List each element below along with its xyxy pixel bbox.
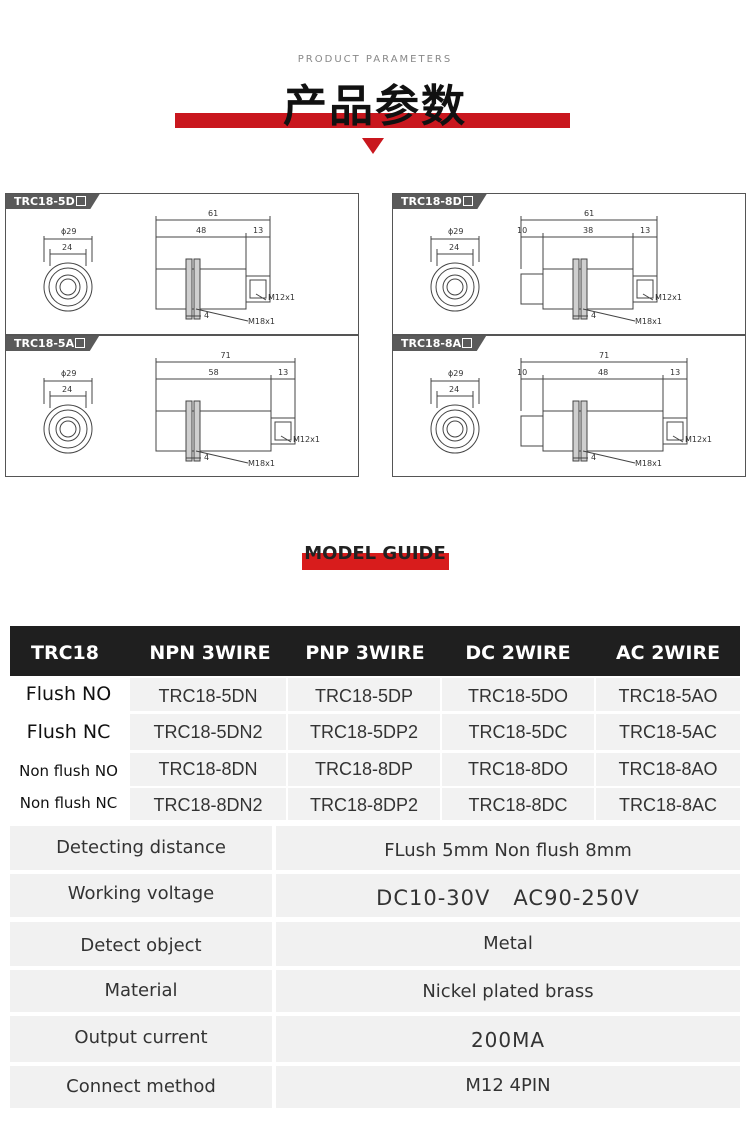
down-arrow-icon (362, 138, 384, 154)
section-title: 产品参数 (283, 81, 467, 132)
spec-label: Working voltage (10, 874, 272, 917)
spec-label: Detecting distance (10, 826, 272, 870)
dim-hex: 24 (62, 243, 72, 252)
row-label: Flush NO (10, 678, 127, 711)
dim-thread-m12: M12x1 (655, 293, 682, 302)
dim-thread-m12: M12x1 (268, 293, 295, 302)
table-cell: TRC18-8AO (596, 753, 740, 786)
dim-nut: 4 (591, 453, 596, 462)
dim-cable: 13 (670, 368, 680, 377)
model-suffix-box-icon (75, 338, 86, 348)
dim-thread-m12: M12x1 (685, 435, 712, 444)
table-cell: TRC18-5DP2 (288, 714, 440, 750)
dim-overall: 71 (599, 351, 609, 360)
dim-dia: ϕ29 (448, 369, 463, 378)
spec-value: Nickel plated brass (276, 970, 740, 1012)
dim-front: 10 (517, 368, 527, 377)
guide-underline-bar (302, 553, 449, 570)
spec-value: DC10-30V AC90-250V (276, 874, 740, 917)
drawing-label: TRC18-8A (393, 336, 487, 351)
dim-dia: ϕ29 (61, 227, 76, 236)
table-cell: TRC18-5DP (288, 678, 440, 711)
spec-label: Output current (10, 1016, 272, 1062)
spec-label: Detect object (10, 922, 272, 966)
dim-thread-m18: M18x1 (248, 317, 275, 326)
dim-thread-m18: M18x1 (635, 317, 662, 326)
dim-thread-m18: M18x1 (635, 459, 662, 468)
table-cell: TRC18-5DO (442, 678, 594, 711)
row-label: Flush NC (10, 714, 127, 750)
table-cell: TRC18-8DO (442, 753, 594, 786)
spec-value: Metal (276, 922, 740, 966)
table-cell: TRC18-8DC (442, 788, 594, 820)
model-suffix-box-icon (75, 196, 86, 206)
dim-body: 48 (196, 226, 206, 235)
drawing-label-text: TRC18-8D (401, 195, 462, 208)
drawing-label: TRC18-5A (6, 336, 100, 351)
dim-thread-m12: M12x1 (293, 435, 320, 444)
dim-body: 38 (583, 226, 593, 235)
table-cell: TRC18-5DN2 (130, 714, 286, 750)
table-cell: TRC18-5AC (596, 714, 740, 750)
model-guide-title: MODEL GUIDE (304, 543, 446, 564)
drawing-label: TRC18-8D (393, 194, 487, 209)
spec-label: Connect method (10, 1066, 272, 1108)
spec-value: 200MA (276, 1016, 740, 1062)
row-label: Non flush NC (10, 788, 127, 820)
table-header-series: TRC18 (31, 642, 99, 664)
drawing-label: TRC18-5D (6, 194, 100, 209)
drawing-label-text: TRC18-8A (401, 337, 462, 350)
dim-overall: 71 (221, 351, 231, 360)
dim-hex: 24 (449, 385, 459, 394)
model-suffix-box-icon (462, 196, 473, 206)
dim-cable: 13 (253, 226, 263, 235)
spec-value: FLush 5mm Non flush 8mm (276, 826, 740, 870)
table-cell: TRC18-5AO (596, 678, 740, 711)
title-underline-bar (175, 113, 570, 128)
table-header-pnp: PNP 3WIRE (305, 642, 425, 664)
table-cell: TRC18-8AC (596, 788, 740, 820)
spec-label: Material (10, 970, 272, 1012)
table-header-npn: NPN 3WIRE (149, 642, 271, 664)
row-label: Non flush NO (10, 753, 127, 786)
dim-cable: 13 (278, 368, 288, 377)
table-cell: TRC18-8DP (288, 753, 440, 786)
spec-value: M12 4PIN (276, 1066, 740, 1108)
dim-body: 58 (209, 368, 219, 377)
table-cell: TRC18-5DN (130, 678, 286, 711)
table-cell: TRC18-8DP2 (288, 788, 440, 820)
dim-dia: ϕ29 (61, 369, 76, 378)
dim-nut: 4 (591, 311, 596, 320)
dim-nut: 4 (204, 453, 209, 462)
model-suffix-box-icon (462, 338, 473, 348)
dim-overall: 61 (584, 209, 594, 218)
dim-hex: 24 (449, 243, 459, 252)
dim-thread-m18: M18x1 (248, 459, 275, 468)
section-subtitle: PRODUCT PARAMETERS (297, 54, 453, 65)
table-header-ac: AC 2WIRE (615, 642, 721, 664)
drawing-label-text: TRC18-5A (14, 337, 75, 350)
table-cell: TRC18-5DC (442, 714, 594, 750)
table-cell: TRC18-8DN (130, 753, 286, 786)
dim-body: 48 (598, 368, 608, 377)
dim-cable: 13 (640, 226, 650, 235)
drawing-label-text: TRC18-5D (14, 195, 75, 208)
dim-nut: 4 (204, 311, 209, 320)
table-cell: TRC18-8DN2 (130, 788, 286, 820)
dim-dia: ϕ29 (448, 227, 463, 236)
dim-front: 10 (517, 226, 527, 235)
dim-hex: 24 (62, 385, 72, 394)
dim-overall: 61 (208, 209, 218, 218)
model-table-header: TRC18 NPN 3WIRE PNP 3WIRE DC 2WIRE AC 2W… (10, 626, 740, 676)
table-header-dc: DC 2WIRE (465, 642, 571, 664)
